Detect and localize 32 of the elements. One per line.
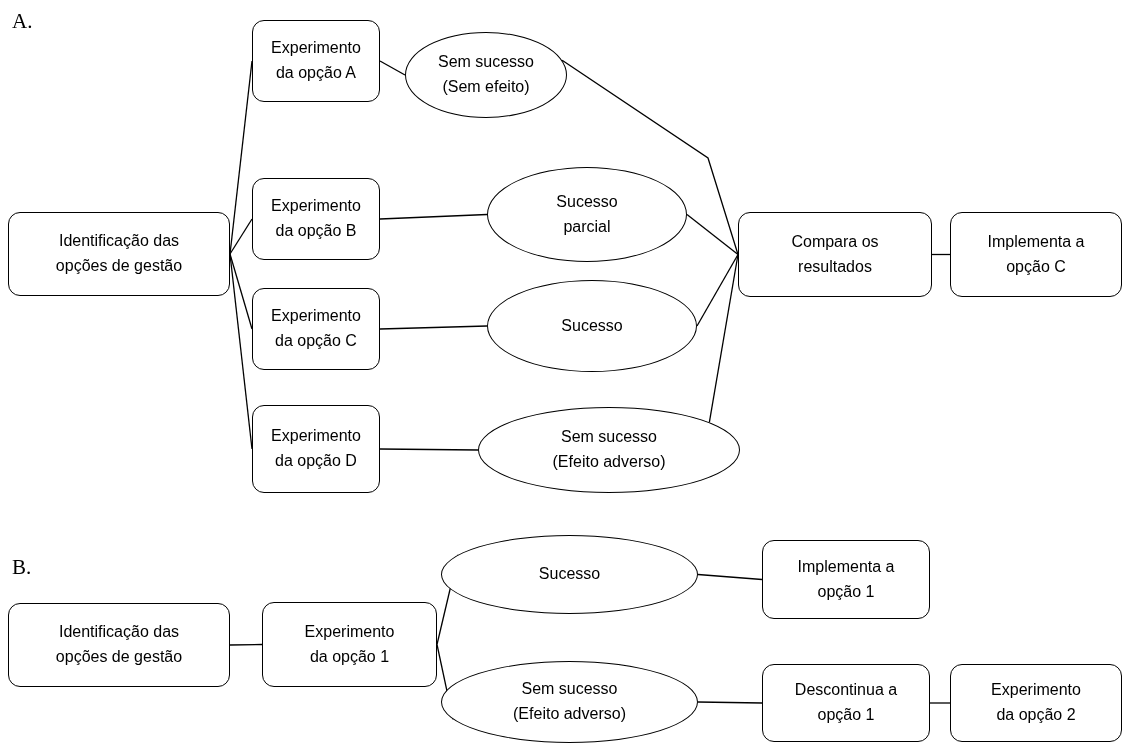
connector-line [379,448,479,451]
outcome-ellipse: Sem sucesso (Efeito adverso) [441,661,698,743]
process-box: Descontinua a opção 1 [762,664,930,742]
connector-line [929,702,951,704]
outcome-ellipse: Sem sucesso (Sem efeito) [405,32,567,118]
outcome-ellipse: Sucesso [441,535,698,614]
process-box: Implementa a opção 1 [762,540,930,619]
connector-line [379,325,488,330]
connector-line [229,218,253,255]
process-box: Experimento da opção C [252,288,380,370]
outcome-ellipse: Sucesso [487,280,697,372]
connector-line [697,701,763,704]
connector-line [696,253,739,327]
connector-line [561,59,739,256]
process-box: Identificação das opções de gestão [8,212,230,296]
connector-line [379,60,406,76]
process-box: Experimento da opção A [252,20,380,102]
outcome-ellipse: Sem sucesso (Efeito adverso) [478,407,740,493]
process-box: Experimento da opção D [252,405,380,493]
section-label: B. [12,554,32,581]
section-label: A. [12,8,33,35]
outcome-ellipse: Sucesso parcial [487,167,687,262]
connector-line [686,213,739,256]
process-box: Experimento da opção B [252,178,380,260]
process-box: Compara os resultados [738,212,932,297]
connector-line [697,573,763,581]
process-box: Experimento da opção 2 [950,664,1122,742]
process-box: Identificação das opções de gestão [8,603,230,687]
process-box: Experimento da opção 1 [262,602,437,687]
connector-line [379,213,488,220]
process-box: Implementa a opção C [950,212,1122,297]
connector-line [229,643,263,646]
